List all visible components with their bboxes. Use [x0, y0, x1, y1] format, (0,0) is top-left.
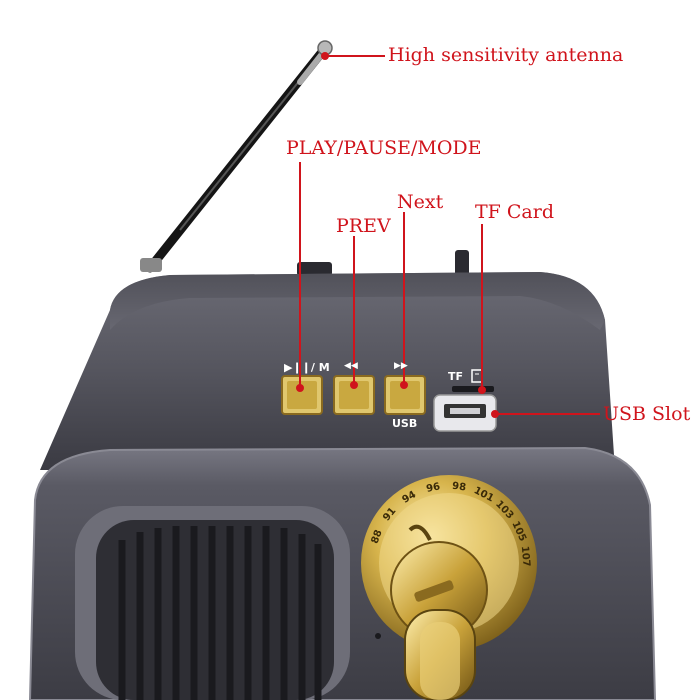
- dial-number: 88: [370, 528, 385, 545]
- volume-knob-icon: [404, 609, 476, 700]
- callout-play-pause-mode: PLAY/PAUSE/MODE: [286, 137, 482, 159]
- panel-label-play-mode: ▶❙❙/ M: [284, 361, 330, 374]
- callout-next: Next: [397, 191, 444, 213]
- callout-prev: PREV: [336, 215, 391, 237]
- usb-slot[interactable]: [433, 394, 497, 432]
- indicator-led: [375, 633, 381, 639]
- panel-label-usb: USB: [392, 417, 418, 430]
- callout-usb-slot: USB Slot: [603, 403, 691, 425]
- next-button[interactable]: [384, 375, 426, 415]
- callout-lines: [296, 52, 600, 418]
- speaker-grille-icon: [75, 506, 350, 700]
- callout-tf-card: TF Card: [475, 201, 555, 223]
- dial-number: 98: [451, 481, 466, 494]
- play-mode-button[interactable]: [281, 375, 323, 415]
- panel-label-next: ▶▶: [394, 361, 408, 371]
- dial-number: 96: [425, 481, 441, 495]
- rear-bump-right: [455, 250, 469, 276]
- panel-label-tf: TF: [448, 370, 464, 383]
- rear-bump-left: [297, 262, 332, 276]
- antenna-icon: [140, 40, 333, 273]
- dial-number: 107: [519, 546, 532, 568]
- callout-antenna: High sensitivity antenna: [388, 44, 624, 66]
- prev-button[interactable]: [333, 375, 375, 415]
- tf-card-slot[interactable]: [452, 386, 494, 392]
- panel-label-prev: ◀◀: [344, 361, 358, 371]
